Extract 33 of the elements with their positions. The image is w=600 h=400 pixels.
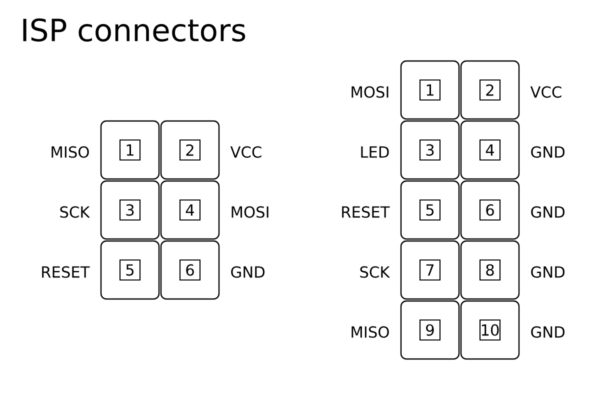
- pin-box: 8: [460, 240, 520, 300]
- pin-label: GND: [531, 266, 565, 278]
- pin-label: LED: [361, 146, 389, 158]
- pin-label: GND: [231, 266, 265, 278]
- pin-label: VCC: [230, 146, 262, 158]
- pin-label: VCC: [530, 86, 562, 98]
- pin-label: SCK: [360, 266, 390, 278]
- pin-box: 6: [160, 240, 220, 300]
- pin-box: 2: [460, 60, 520, 120]
- pin-label: MISO: [52, 146, 89, 158]
- pin-label: GND: [531, 146, 565, 158]
- pin-box: 2: [160, 120, 220, 180]
- pin-box: 5: [100, 240, 160, 300]
- pin-box: 10: [460, 300, 520, 360]
- pin-label: SCK: [60, 206, 90, 218]
- pin-box: 9: [400, 300, 460, 360]
- pin-label: GND: [531, 206, 565, 218]
- pin-label: RESET: [42, 266, 90, 278]
- pin-box: 4: [460, 120, 520, 180]
- pin-label: GND: [531, 326, 565, 338]
- pin-label: MOSI: [352, 86, 388, 98]
- pin-box: 6: [460, 180, 520, 240]
- pin-box: 1: [400, 60, 460, 120]
- pin-box: 3: [100, 180, 160, 240]
- pin-box: 1: [100, 120, 160, 180]
- pin-box: 7: [400, 240, 460, 300]
- pin-box: 3: [400, 120, 460, 180]
- pin-box: 5: [400, 180, 460, 240]
- pin-label: MISO: [352, 326, 389, 338]
- pin-label: RESET: [342, 206, 390, 218]
- title: ISP connectors: [23, 18, 246, 42]
- pin-box: 4: [160, 180, 220, 240]
- pin-label: MOSI: [232, 206, 268, 218]
